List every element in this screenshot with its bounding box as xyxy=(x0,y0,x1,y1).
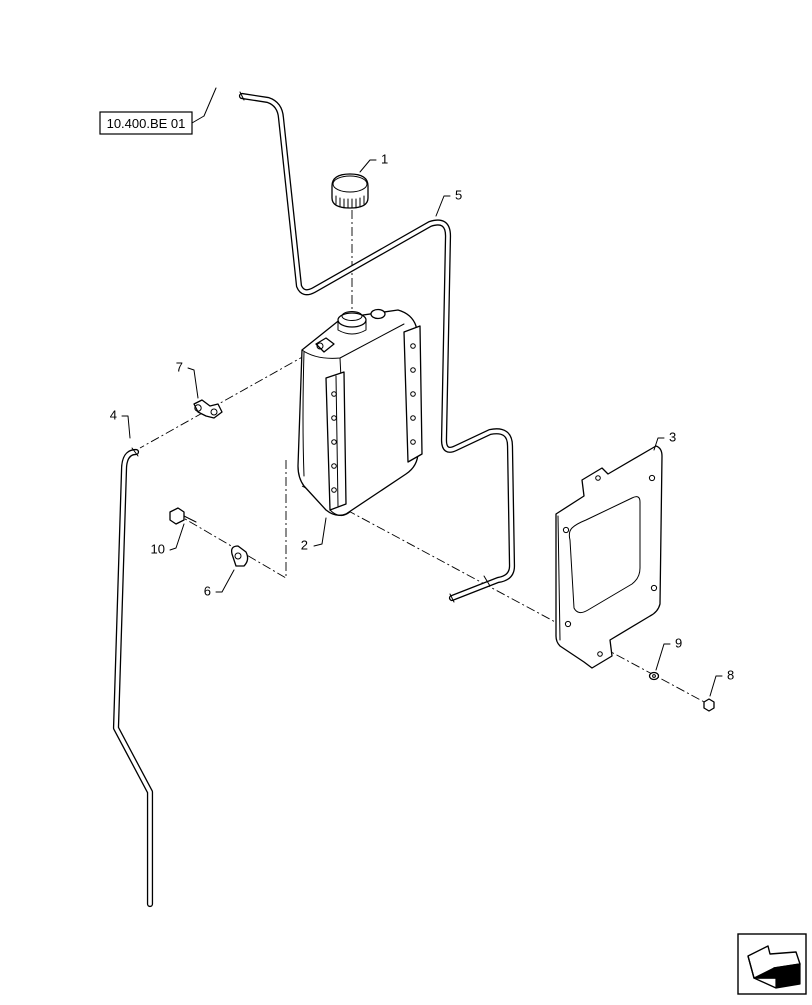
hose-clip xyxy=(230,545,249,567)
reservoir-tank xyxy=(297,308,423,516)
reference-box[interactable]: 10.400.BE 01 xyxy=(99,87,217,135)
mounting-bracket-plate xyxy=(555,445,663,669)
callout-10[interactable]: 10 xyxy=(151,523,185,556)
svg-text:5: 5 xyxy=(455,187,462,202)
callout-8[interactable]: 8 xyxy=(709,667,734,697)
hose-left xyxy=(112,447,154,908)
svg-text:4: 4 xyxy=(110,407,117,422)
callout-3[interactable]: 3 xyxy=(653,429,676,451)
callout-5[interactable]: 5 xyxy=(435,187,462,217)
tank-mount-holes xyxy=(331,343,416,493)
hose-top xyxy=(238,91,516,603)
bolt xyxy=(169,507,197,525)
svg-text:1: 1 xyxy=(381,151,388,166)
elbow-fitting xyxy=(193,399,223,419)
svg-text:9: 9 xyxy=(675,635,682,650)
callout-7[interactable]: 7 xyxy=(176,359,199,399)
tank-cap xyxy=(331,173,369,209)
svg-text:10: 10 xyxy=(151,541,165,556)
callout-2[interactable]: 2 xyxy=(301,517,327,552)
svg-text:8: 8 xyxy=(727,667,734,682)
callouts: 1 2 3 4 5 6 7 8 xyxy=(110,151,734,697)
svg-text:2: 2 xyxy=(301,537,308,552)
direction-arrow-icon[interactable] xyxy=(737,933,807,995)
svg-text:6: 6 xyxy=(204,583,211,598)
nut xyxy=(703,698,715,712)
callout-9[interactable]: 9 xyxy=(655,635,682,671)
reference-box-label: 10.400.BE 01 xyxy=(107,116,186,131)
center-lines xyxy=(139,210,709,705)
callout-4[interactable]: 4 xyxy=(110,407,131,439)
callout-6[interactable]: 6 xyxy=(204,569,235,598)
callout-1[interactable]: 1 xyxy=(359,151,388,173)
svg-text:3: 3 xyxy=(669,429,676,444)
washer xyxy=(648,671,660,681)
svg-text:7: 7 xyxy=(176,359,183,374)
